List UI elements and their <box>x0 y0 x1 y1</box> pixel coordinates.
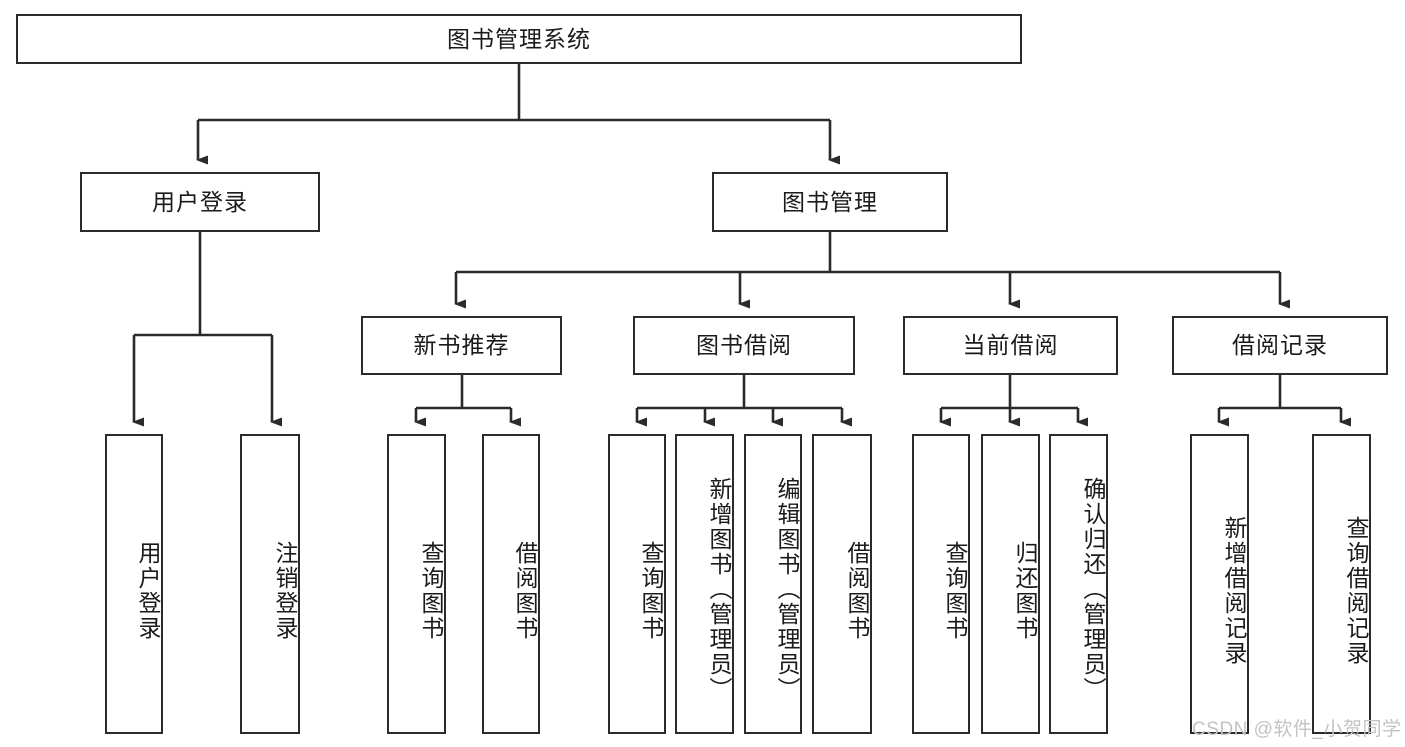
node-leaf-user-login[interactable]: 用户登录 <box>105 434 163 734</box>
node-borrow-record-label: 借阅记录 <box>1232 332 1328 359</box>
node-leaf-edit-book-label: 编辑图书（管理员） <box>774 476 800 702</box>
node-root[interactable]: 图书管理系统 <box>16 14 1022 64</box>
node-leaf-query-book-rec-label: 查询图书 <box>418 541 444 641</box>
node-borrow-record[interactable]: 借阅记录 <box>1172 316 1388 375</box>
node-leaf-query-book-current[interactable]: 查询图书 <box>912 434 970 734</box>
node-leaf-query-book-current-label: 查询图书 <box>942 541 968 641</box>
node-leaf-edit-book[interactable]: 编辑图书（管理员） <box>744 434 802 734</box>
node-book-management-label: 图书管理 <box>782 188 878 215</box>
node-book-borrow-label: 图书借阅 <box>696 332 792 359</box>
node-leaf-add-book[interactable]: 新增图书（管理员） <box>675 434 734 734</box>
node-leaf-confirm-return[interactable]: 确认归还（管理员） <box>1049 434 1108 734</box>
node-book-management[interactable]: 图书管理 <box>712 172 948 232</box>
node-user-login-label: 用户登录 <box>152 188 248 215</box>
node-leaf-borrow-book-label: 借阅图书 <box>844 541 870 641</box>
node-leaf-add-borrow-record-label: 新增借阅记录 <box>1221 516 1247 666</box>
node-leaf-query-book-rec[interactable]: 查询图书 <box>387 434 446 734</box>
node-book-borrow[interactable]: 图书借阅 <box>633 316 855 375</box>
node-leaf-user-logout-label: 注销登录 <box>272 541 298 641</box>
node-leaf-borrow-book-rec[interactable]: 借阅图书 <box>482 434 540 734</box>
node-leaf-query-book-borrow-label: 查询图书 <box>638 541 664 641</box>
node-leaf-query-book-borrow[interactable]: 查询图书 <box>608 434 666 734</box>
node-leaf-add-book-label: 新增图书（管理员） <box>706 476 732 702</box>
node-leaf-borrow-book-rec-label: 借阅图书 <box>512 541 538 641</box>
node-leaf-query-borrow-record-label: 查询借阅记录 <box>1343 516 1369 666</box>
node-current-borrow-label: 当前借阅 <box>962 332 1059 359</box>
node-leaf-query-borrow-record[interactable]: 查询借阅记录 <box>1312 434 1371 734</box>
node-leaf-return-book-label: 归还图书 <box>1012 541 1038 641</box>
csdn-watermark: CSDN @软件_小贺同学 <box>1192 719 1402 740</box>
node-leaf-user-logout[interactable]: 注销登录 <box>240 434 300 734</box>
node-leaf-borrow-book[interactable]: 借阅图书 <box>812 434 872 734</box>
node-current-borrow[interactable]: 当前借阅 <box>903 316 1118 375</box>
node-leaf-add-borrow-record[interactable]: 新增借阅记录 <box>1190 434 1249 734</box>
node-root-label: 图书管理系统 <box>447 25 591 52</box>
node-user-login[interactable]: 用户登录 <box>80 172 320 232</box>
node-leaf-return-book[interactable]: 归还图书 <box>981 434 1040 734</box>
node-leaf-user-login-label: 用户登录 <box>135 541 161 641</box>
node-new-book-recommend-label: 新书推荐 <box>413 332 510 359</box>
node-leaf-confirm-return-label: 确认归还（管理员） <box>1080 476 1106 702</box>
node-new-book-recommend[interactable]: 新书推荐 <box>361 316 562 375</box>
